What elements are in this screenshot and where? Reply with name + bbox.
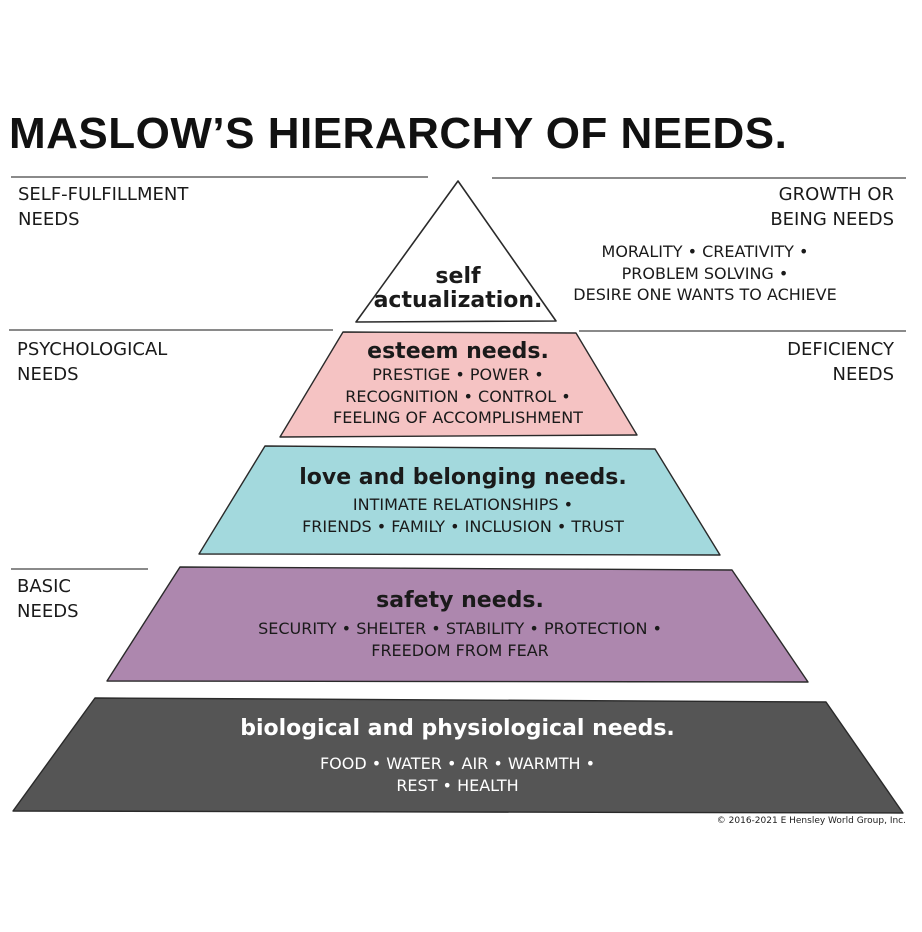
tier-love-belonging [198, 445, 721, 556]
tier-heading: esteem needs. [367, 339, 549, 364]
tier-detail: FEELING OF ACCOMPLISHMENT [333, 408, 583, 427]
label-line: NEEDS [17, 601, 79, 622]
tier-self-actualization [355, 180, 557, 323]
tier-heading: self [435, 264, 481, 289]
label-line: PSYCHOLOGICAL [17, 339, 168, 360]
label-line: NEEDS [832, 364, 895, 385]
tier-detail: FRIENDS • FAMILY • INCLUSION • TRUST [302, 516, 624, 536]
note-line: MORALITY • CREATIVITY • [601, 242, 809, 261]
label-deficiency-needs: DEFICIENCY NEEDS [787, 337, 894, 387]
tier-detail: PRESTIGE • POWER • [372, 365, 544, 384]
tier-self-actualization-text: self actualization. [358, 265, 558, 313]
growth-needs-description: MORALITY • CREATIVITY • PROBLEM SOLVING … [560, 241, 850, 306]
page-title: MASLOW’S HIERARCHY OF NEEDS. [9, 109, 788, 158]
label-psychological-needs: PSYCHOLOGICAL NEEDS [17, 337, 167, 387]
tier-detail: RECOGNITION • CONTROL • [345, 386, 571, 406]
copyright-notice: © 2016-2021 E Hensley World Group, Inc. [716, 816, 906, 826]
tier-detail: INTIMATE RELATIONSHIPS • [352, 495, 574, 514]
tier-love-belonging-text: love and belonging needs. INTIMATE RELAT… [198, 466, 728, 537]
label-basic-needs: BASIC NEEDS [17, 574, 79, 624]
tier-esteem-text: esteem needs. PRESTIGE • POWER • RECOGNI… [278, 340, 638, 429]
label-line: NEEDS [18, 209, 80, 230]
note-line: DESIRE ONE WANTS TO ACHIEVE [573, 285, 837, 304]
tier-heading: actualization. [373, 288, 543, 313]
label-self-fulfillment-needs: SELF-FULFILLMENT NEEDS [18, 182, 188, 232]
tier-safety [106, 566, 809, 683]
tier-esteem [279, 331, 638, 438]
note-line: PROBLEM SOLVING • [621, 263, 789, 283]
label-line: BASIC [17, 576, 71, 597]
tier-biological [12, 697, 904, 814]
tier-heading: safety needs. [376, 588, 544, 613]
tier-biological-text: biological and physiological needs. FOOD… [15, 717, 900, 796]
tier-heading: biological and physiological needs. [240, 716, 675, 741]
label-line: DEFICIENCY [787, 339, 894, 360]
label-growth-needs: GROWTH OR BEING NEEDS [770, 182, 894, 232]
tier-detail: REST • HEALTH [396, 775, 519, 795]
label-line: SELF-FULFILLMENT [18, 184, 189, 205]
label-line: NEEDS [17, 364, 79, 385]
tier-detail: FREEDOM FROM FEAR [371, 640, 549, 660]
label-line: GROWTH OR [778, 184, 894, 205]
tier-heading: love and belonging needs. [299, 465, 627, 490]
tier-detail: FOOD • WATER • AIR • WARMTH • [319, 754, 596, 773]
tier-safety-text: safety needs. SECURITY • SHELTER • STABI… [110, 589, 810, 661]
tier-detail: SECURITY • SHELTER • STABILITY • PROTECT… [258, 619, 662, 638]
label-line: BEING NEEDS [770, 209, 894, 230]
